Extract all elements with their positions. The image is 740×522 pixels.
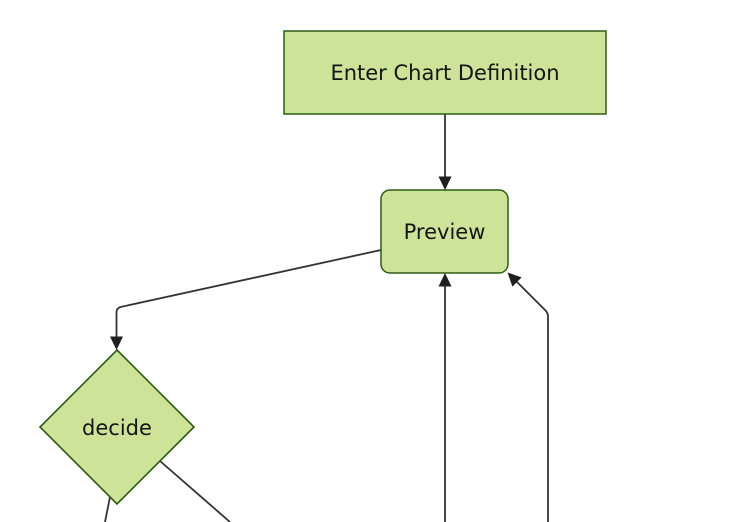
node-enter-chart-definition-shape bbox=[283, 30, 607, 115]
arrowhead-offscreen1-to-preview-icon bbox=[438, 273, 452, 287]
node-preview: Preview bbox=[380, 189, 509, 274]
edge-preview-to-decide bbox=[115, 249, 382, 347]
edge-offscreen2-to-preview bbox=[509, 274, 549, 522]
node-decide: decide bbox=[38, 348, 196, 506]
edge-decide-to-offscreen-right bbox=[159, 460, 231, 522]
arrowhead-preview-to-decide-icon bbox=[110, 336, 123, 350]
node-decide-label: decide bbox=[82, 416, 152, 440]
arrowhead-enter-to-preview-icon bbox=[438, 176, 452, 190]
node-decide-shape bbox=[38, 348, 196, 506]
node-enter-chart-definition-label: Enter Chart Definition bbox=[330, 61, 559, 85]
edge-layer bbox=[104, 114, 549, 522]
edge-decide-to-offscreen-left bbox=[104, 496, 111, 522]
node-preview-label: Preview bbox=[404, 220, 486, 244]
arrowhead-offscreen2-to-preview-icon bbox=[507, 272, 522, 287]
node-preview-shape bbox=[380, 189, 509, 274]
node-enter-chart-definition: Enter Chart Definition bbox=[283, 30, 607, 115]
